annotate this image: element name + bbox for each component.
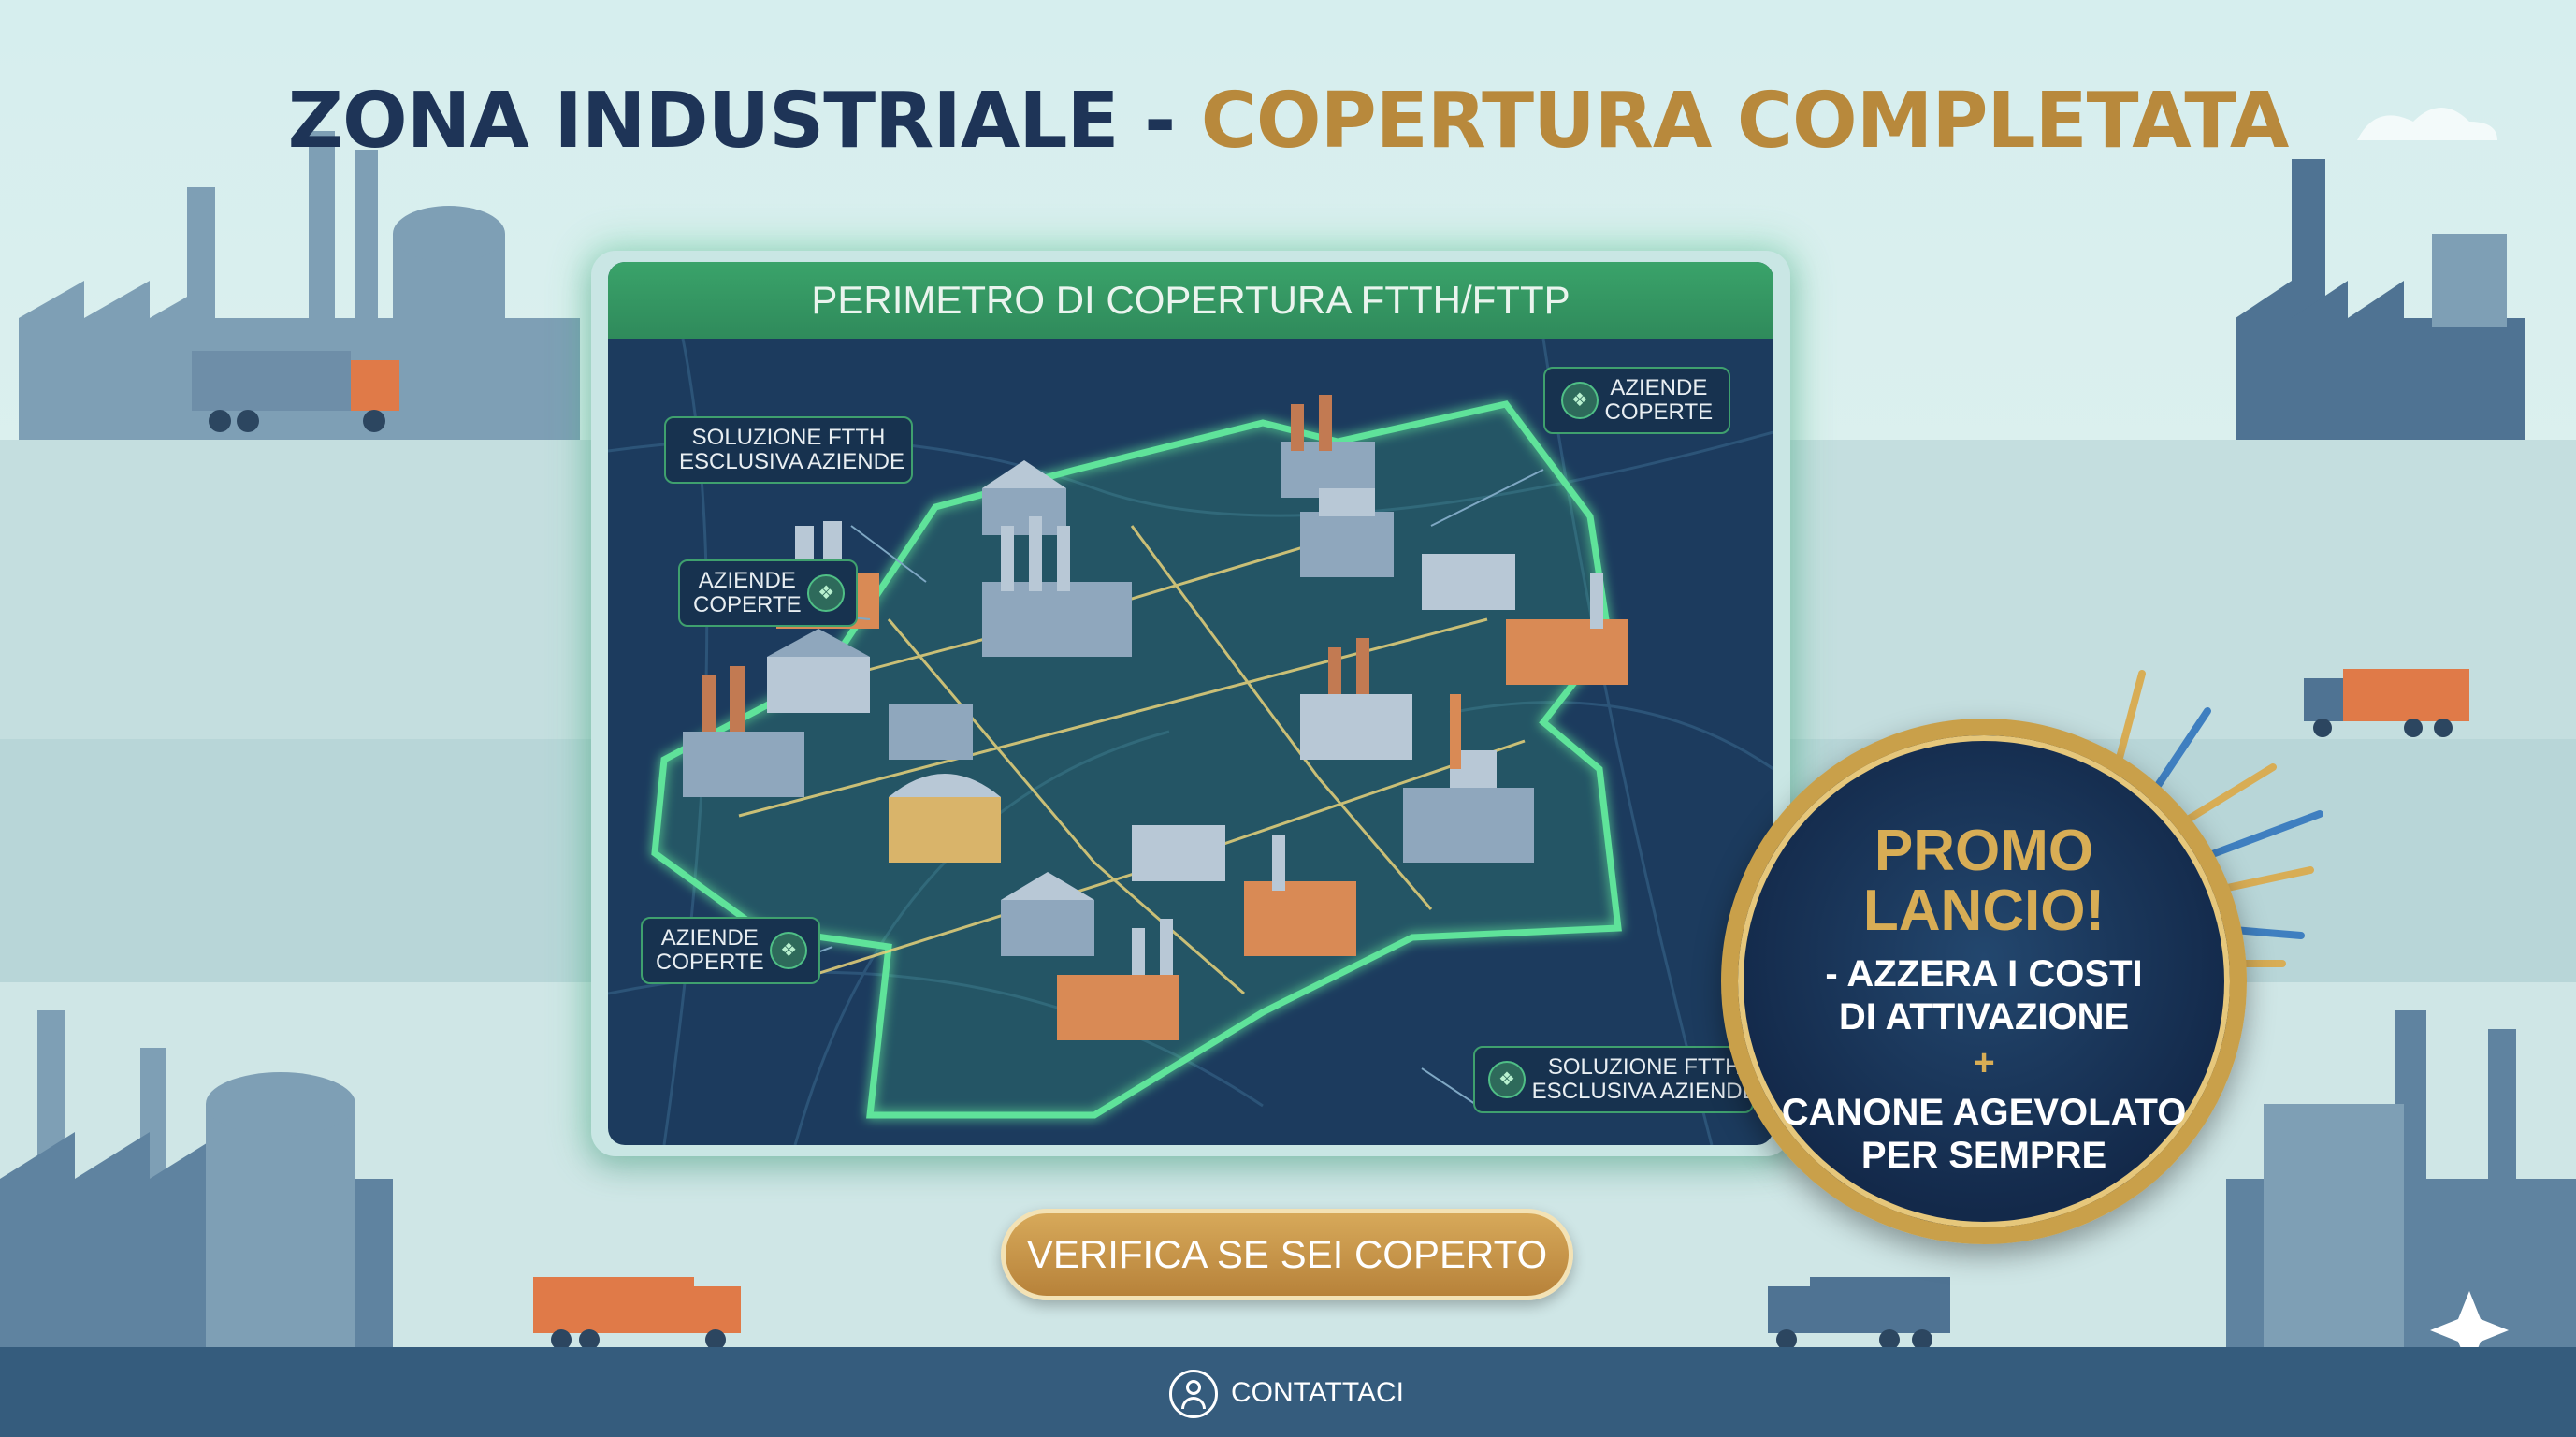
factory-silhouette-bottom-right (2226, 1010, 2576, 1347)
map-header: PERIMETRO DI COPERTURA FTTH/FTTP (608, 262, 1773, 339)
fiber-plug-icon: ❖ (770, 932, 808, 969)
contact-link[interactable]: CONTATTACI (1169, 1367, 1404, 1419)
promo-title-line: PROMO (1874, 819, 2094, 883)
promo-offer-1: - AZZERA I COSTI DI ATTIVAZIONE (1738, 952, 2230, 1038)
fiber-plug-icon: ❖ (807, 574, 846, 612)
footer-bar (0, 1347, 2576, 1437)
factory-buildings (683, 395, 1628, 1040)
promo-offer-2-line: CANONE AGEVOLATO (1781, 1092, 2187, 1133)
promo-offer-1-line: - AZZERA I COSTI (1825, 953, 2143, 994)
coverage-map-panel: PERIMETRO DI COPERTURA FTTH/FTTP (608, 262, 1773, 1145)
callout-line: COPERTE (1604, 399, 1714, 425)
promo-title: PROMO LANCIO! (1738, 821, 2230, 941)
callout-line: AZIENDE (698, 568, 796, 593)
fiber-plug-icon: ❖ (1560, 382, 1599, 419)
callout-line: SOLUZIONE FTTH (1547, 1054, 1742, 1080)
sparkle-icon (2430, 1291, 2509, 1370)
promo-offer-2: CANONE AGEVOLATO PER SEMPRE (1738, 1091, 2230, 1177)
callout-line: COPERTE (693, 592, 802, 617)
title-separator: - (1118, 77, 1201, 166)
callout-line: SOLUZIONE FTTH (691, 425, 886, 450)
callout-line: AZIENDE (660, 925, 759, 951)
callout-line: ESCLUSIVA AZIENDE (679, 449, 904, 474)
promo-plus: + (1973, 1042, 1995, 1083)
callout-line: ESCLUSIVA AZIENDE (1531, 1079, 1758, 1104)
truck-icon (533, 1277, 741, 1350)
user-chat-icon (1169, 1370, 1218, 1419)
page-title: ZONA INDUSTRIALE - COPERTURA COMPLETATA (0, 77, 2576, 166)
truck-icon (1768, 1277, 1950, 1350)
callout-line: AZIENDE (1610, 375, 1708, 400)
truck-icon (2304, 669, 2469, 737)
verify-coverage-button[interactable]: VERIFICA SE SEI COPERTO (1001, 1209, 1573, 1300)
truck-icon (192, 351, 399, 432)
promo-offer-2-line: PER SEMPRE (1860, 1135, 2107, 1176)
fiber-plug-icon: ❖ (1488, 1061, 1526, 1098)
coverage-map (608, 339, 1773, 1145)
factory-silhouette-top-right (2236, 159, 2525, 440)
title-part-1: ZONA INDUSTRIALE (287, 77, 1120, 166)
cloud-icon (2357, 108, 2497, 140)
factory-silhouette-bottom-left (0, 1010, 393, 1347)
promo-badge: PROMO LANCIO! - AZZERA I COSTI DI ATTIVA… (1721, 718, 2247, 1244)
title-part-2: COPERTURA COMPLETATA (1200, 77, 2290, 166)
callout-line: COPERTE (656, 950, 764, 975)
coverage-perimeter (651, 400, 1622, 1119)
contact-label: CONTATTACI (1231, 1377, 1404, 1408)
factory-silhouette-top-left (19, 131, 580, 440)
promo-title-line: LANCIO! (1862, 878, 2106, 943)
promo-offer-1-line: DI ATTIVAZIONE (1838, 996, 2130, 1038)
